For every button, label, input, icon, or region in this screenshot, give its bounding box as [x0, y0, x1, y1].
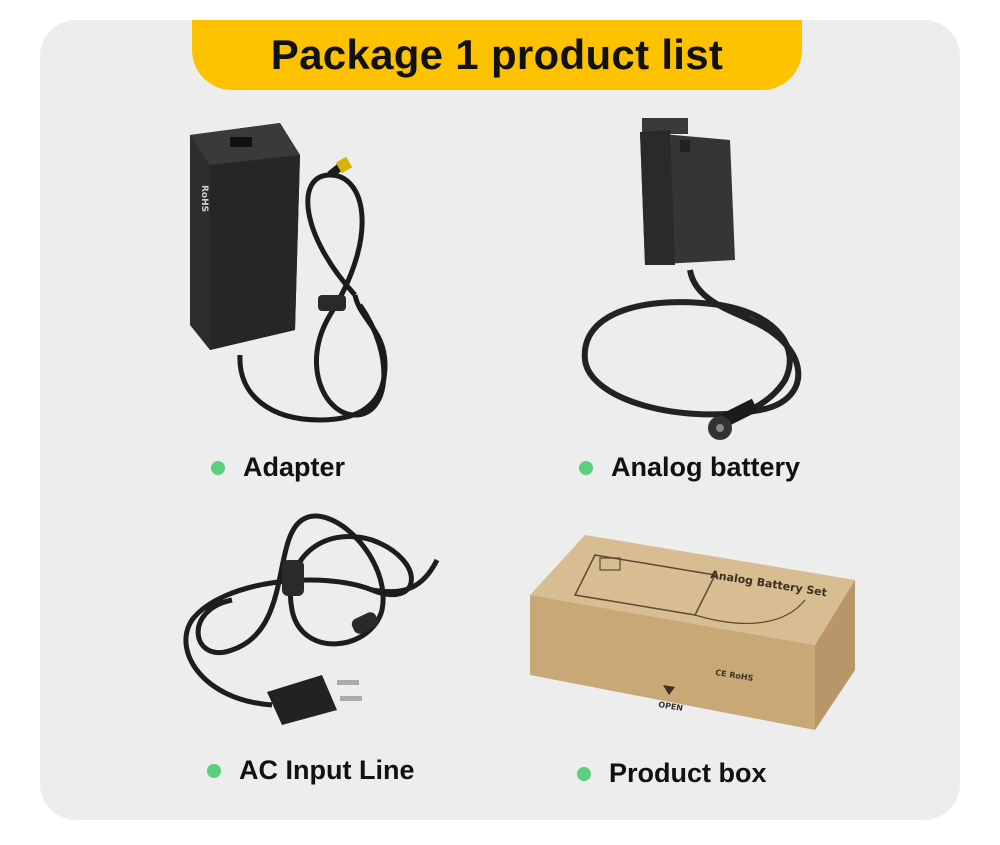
bullet-dot [211, 460, 225, 475]
bullet-dot [207, 763, 221, 778]
page-title: Package 1 product list [270, 31, 724, 78]
bullet-dot [577, 766, 591, 781]
label-analog-battery-text: Analog battery [611, 452, 801, 482]
box-open-mark: OPEN [658, 700, 684, 713]
ac-power-cord-icon [183, 513, 440, 725]
label-ac-input-line: AC Input Line [207, 755, 414, 786]
power-adapter-icon: RoHS [190, 123, 388, 423]
adapter-rohs-mark: RoHS [199, 185, 209, 212]
label-adapter-text: Adapter [243, 452, 346, 482]
label-product-box: Product box [577, 758, 767, 789]
product-box-icon: Analog Battery Set CE RoHS OPEN [530, 535, 855, 730]
title-banner: Package 1 product list [192, 20, 802, 90]
label-adapter: Adapter [211, 452, 345, 483]
bullet-dot [579, 460, 593, 475]
label-analog-battery: Analog battery [579, 452, 800, 483]
dummy-battery-icon [581, 118, 802, 440]
label-ac-input-line-text: AC Input Line [239, 755, 415, 785]
label-product-box-text: Product box [609, 758, 767, 788]
